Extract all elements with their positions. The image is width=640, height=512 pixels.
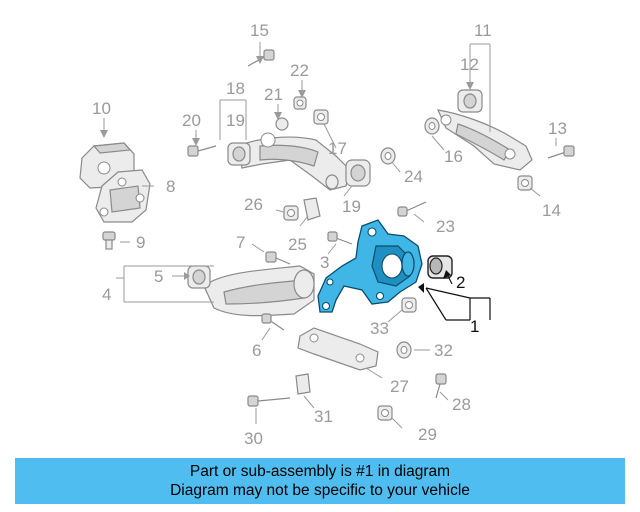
callout-4: 4 xyxy=(102,285,111,304)
callout-26: 26 xyxy=(244,195,263,214)
part-21-ring xyxy=(275,117,289,131)
callout-numbers: 15 11 22 12 18 21 10 20 19 13 17 16 24 8… xyxy=(92,21,567,448)
part-11-arm xyxy=(436,109,533,171)
callout-33: 33 xyxy=(370,319,389,338)
part-20-bolt xyxy=(187,145,217,157)
leader-lines xyxy=(100,42,557,429)
part-32-washer xyxy=(396,341,412,359)
callout-13: 13 xyxy=(548,119,567,138)
part-14-nut xyxy=(517,175,533,191)
callout-5: 5 xyxy=(154,267,163,286)
callout-3: 3 xyxy=(320,253,329,272)
part-26-nut xyxy=(283,205,299,221)
callout-17: 17 xyxy=(328,139,347,158)
callout-8: 8 xyxy=(166,177,175,196)
callout-15: 15 xyxy=(250,21,269,40)
callout-31: 31 xyxy=(314,407,333,426)
callout-11: 11 xyxy=(474,21,492,40)
part-5-bushing xyxy=(187,265,211,289)
part-28-bolt xyxy=(435,373,447,399)
callout-14: 14 xyxy=(542,201,561,220)
info-banner: Part or sub-assembly is #1 in diagram Di… xyxy=(15,458,625,504)
callout-30: 30 xyxy=(244,429,263,448)
callout-22: 22 xyxy=(290,61,309,80)
part-8-bracket xyxy=(95,169,151,223)
part-12-bushing xyxy=(457,89,483,113)
part-7-bolt xyxy=(265,251,291,265)
callout-27: 27 xyxy=(390,377,409,396)
part-22-nut xyxy=(293,96,307,110)
callout-9: 9 xyxy=(136,233,145,252)
parts-diagram: 15 11 22 12 18 21 10 20 19 13 17 16 24 8… xyxy=(79,21,575,448)
callout-18: 18 xyxy=(226,79,245,98)
callout-19b: 19 xyxy=(342,197,361,216)
part-3-bolt xyxy=(327,231,353,245)
banner-line-2: Diagram may not be specific to your vehi… xyxy=(170,482,470,499)
callout-32: 32 xyxy=(434,341,453,360)
part-23-bolt xyxy=(397,201,427,217)
part-33-nut xyxy=(401,297,417,313)
part-6-bolt xyxy=(261,313,285,331)
part-31-clip xyxy=(295,373,311,395)
part-29-nut xyxy=(377,405,393,421)
banner-line-1: Part or sub-assembly is #1 in diagram xyxy=(189,463,451,480)
part-25-clip xyxy=(303,197,321,221)
part-30-bolt xyxy=(247,395,291,407)
callout-1: 1 xyxy=(470,317,479,336)
part-24-washer xyxy=(380,147,396,165)
callout-12: 12 xyxy=(460,55,479,74)
part-27-link xyxy=(297,327,379,371)
callout-21: 21 xyxy=(264,85,283,104)
callout-10: 10 xyxy=(92,99,111,118)
callout-16: 16 xyxy=(444,147,463,166)
callout-25: 25 xyxy=(288,235,307,254)
part-13-bolt xyxy=(547,145,575,159)
callout-2: 2 xyxy=(456,273,465,292)
callout-23: 23 xyxy=(436,217,455,236)
part-18-upper-arm xyxy=(237,132,351,191)
highlight-leaders xyxy=(418,270,491,321)
part-16-washer xyxy=(424,117,440,135)
part-19-bushing-right xyxy=(325,159,371,190)
callout-19a: 19 xyxy=(226,111,245,130)
callout-20: 20 xyxy=(182,111,201,130)
callout-6: 6 xyxy=(252,341,261,360)
callout-7: 7 xyxy=(236,233,245,252)
part-9-bolt xyxy=(102,231,116,250)
callout-28: 28 xyxy=(452,395,471,414)
part-17-nut xyxy=(313,109,329,125)
part-19-bushing-left xyxy=(227,142,251,166)
callout-24: 24 xyxy=(404,167,423,186)
part-4-lower-arm xyxy=(203,265,315,317)
callout-29: 29 xyxy=(418,425,437,444)
part-1-knuckle[interactable] xyxy=(317,219,423,313)
